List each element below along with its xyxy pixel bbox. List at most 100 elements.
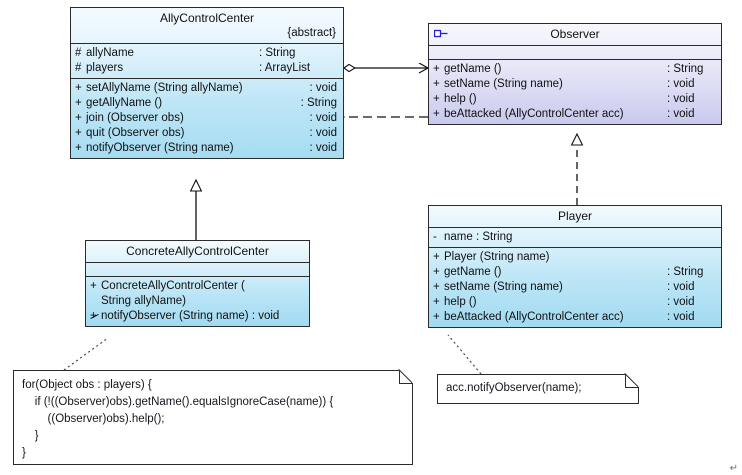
operation-row: + beAttacked (AllyControlCenter acc) : v… bbox=[429, 310, 721, 325]
note-text: for(Object obs : players) { if (!((Obser… bbox=[22, 379, 334, 459]
class-header-concreteallycontrolcenter: ConcreteAllyControlCenter bbox=[86, 241, 309, 262]
visibility-marker: + bbox=[433, 63, 440, 75]
operation-row: + getAllyName () : String bbox=[71, 96, 343, 111]
visibility-marker: + bbox=[433, 108, 440, 120]
empty-attributes bbox=[429, 46, 721, 59]
operation-name: setAllyName (String allyName) bbox=[86, 82, 243, 94]
operation-row: + getName () : String bbox=[429, 62, 721, 77]
operation-row: + join (Observer obs) : void bbox=[71, 111, 343, 126]
note-link-notifyobserver bbox=[63, 337, 109, 371]
operation-type: : void bbox=[309, 127, 338, 139]
visibility-marker: + bbox=[433, 93, 440, 105]
operations-compartment-concreteallycontrolcenter: + ConcreteAllyControlCenter ( String all… bbox=[86, 276, 309, 326]
operation-name: Player (String name) bbox=[444, 251, 550, 263]
class-header-player: Player bbox=[429, 206, 721, 227]
note-fold-corner bbox=[625, 374, 639, 388]
operation-name: help () bbox=[444, 93, 477, 105]
attributes-compartment-allycontrolcenter: # allyName : String # players : ArrayLis… bbox=[71, 43, 343, 78]
operation-type: : void bbox=[667, 296, 695, 308]
visibility-marker: + bbox=[75, 97, 82, 109]
operation-name: setName (String name) bbox=[444, 78, 563, 90]
operation-name: getName () bbox=[444, 63, 502, 75]
visibility-marker: # bbox=[75, 62, 82, 74]
operation-type: : void bbox=[667, 311, 695, 323]
visibility-marker: + bbox=[433, 311, 440, 323]
visibility-marker: - bbox=[433, 231, 437, 243]
visibility-marker: + bbox=[75, 142, 82, 154]
operation-row: + setAllyName (String allyName) : void bbox=[71, 81, 343, 96]
operation-name: help () bbox=[444, 296, 477, 308]
class-box-observer[interactable]: Observer + getName () : String + setName… bbox=[428, 23, 722, 125]
attribute-name: name : String bbox=[444, 231, 513, 243]
attribute-name: allyName bbox=[86, 47, 134, 59]
operation-row: + Player (String name) bbox=[429, 250, 721, 265]
attribute-row: # allyName : String bbox=[71, 46, 343, 61]
operation-row: + quit (Observer obs) : void bbox=[71, 126, 343, 141]
note-link-beattacked bbox=[447, 334, 482, 375]
operation-type: : void bbox=[667, 93, 695, 105]
visibility-marker: + bbox=[433, 251, 440, 263]
visibility-marker: + bbox=[75, 112, 82, 124]
operation-row: + help () : void bbox=[429, 295, 721, 310]
operation-row: + ConcreteAllyControlCenter ( String all… bbox=[86, 279, 309, 309]
attributes-compartment-player: - name : String bbox=[429, 227, 721, 247]
attribute-type: : ArrayList bbox=[259, 62, 311, 74]
class-header-observer: Observer bbox=[429, 24, 721, 45]
attribute-name: players bbox=[86, 62, 124, 74]
operation-row: + notifyObserver (String name) : void bbox=[86, 309, 309, 324]
operation-name: beAttacked (AllyControlCenter acc) bbox=[444, 108, 624, 120]
attribute-type: : String bbox=[259, 47, 296, 59]
operation-name: getName () bbox=[444, 266, 502, 278]
operation-row: + beAttacked (AllyControlCenter acc) : v… bbox=[429, 107, 721, 122]
class-box-allycontrolcenter[interactable]: AllyControlCenter {abstract} # allyName … bbox=[70, 7, 344, 159]
operation-type: : String bbox=[667, 63, 704, 75]
class-name-allycontrolcenter: AllyControlCenter bbox=[159, 11, 255, 25]
visibility-marker: + bbox=[75, 127, 82, 139]
operation-type: : void bbox=[309, 82, 338, 94]
attributes-compartment-concreteallycontrolcenter bbox=[86, 262, 309, 276]
class-box-concreteallycontrolcenter[interactable]: ConcreteAllyControlCenter + ConcreteAlly… bbox=[85, 240, 310, 327]
operation-type: : void bbox=[667, 78, 695, 90]
operation-name: ConcreteAllyControlCenter ( String allyN… bbox=[101, 280, 245, 307]
operation-type: : void bbox=[309, 142, 338, 154]
empty-attributes bbox=[86, 263, 309, 276]
visibility-marker-overridden: + bbox=[90, 309, 101, 324]
class-name-concreteallycontrolcenter: ConcreteAllyControlCenter bbox=[126, 244, 269, 258]
note-fold-corner bbox=[399, 370, 413, 384]
visibility-marker: + bbox=[433, 296, 440, 308]
note-notifyobserver-body[interactable]: for(Object obs : players) { if (!((Obser… bbox=[13, 370, 413, 465]
visibility-marker: # bbox=[75, 47, 82, 59]
class-name-observer: Observer bbox=[550, 27, 600, 41]
visibility-marker: + bbox=[90, 280, 97, 292]
attributes-compartment-observer bbox=[429, 45, 721, 59]
attribute-row: # players : ArrayList bbox=[71, 61, 343, 76]
visibility-marker: + bbox=[433, 281, 440, 293]
operation-name: quit (Observer obs) bbox=[86, 127, 185, 139]
operation-name: join (Observer obs) bbox=[86, 112, 184, 124]
operations-compartment-allycontrolcenter: + setAllyName (String allyName) : void +… bbox=[71, 78, 343, 158]
trailing-paragraph-mark: ↵ bbox=[729, 463, 738, 474]
attribute-row: - name : String bbox=[429, 230, 721, 245]
operation-name: beAttacked (AllyControlCenter acc) bbox=[444, 311, 624, 323]
operation-type: : String bbox=[667, 266, 704, 278]
operation-name: notifyObserver (String name) : void bbox=[101, 310, 280, 322]
operation-row: + setName (String name) : void bbox=[429, 77, 721, 92]
operation-type: : String bbox=[300, 97, 337, 109]
operations-compartment-player: + Player (String name) + getName () : St… bbox=[429, 247, 721, 327]
operation-type: : void bbox=[667, 108, 695, 120]
operation-row: + notifyObserver (String name) : void bbox=[71, 141, 343, 156]
class-stereotype-abstract: {abstract} bbox=[287, 27, 336, 39]
operation-name: notifyObserver (String name) bbox=[86, 142, 234, 154]
operation-name: getAllyName () bbox=[86, 97, 163, 109]
class-box-player[interactable]: Player - name : String + Player (String … bbox=[428, 205, 722, 328]
class-header-allycontrolcenter: AllyControlCenter {abstract} bbox=[71, 8, 343, 43]
operation-type: : void bbox=[667, 281, 695, 293]
operation-row: + help () : void bbox=[429, 92, 721, 107]
class-name-player: Player bbox=[557, 209, 592, 223]
operations-compartment-observer: + getName () : String + setName (String … bbox=[429, 59, 721, 124]
operation-row: + getName () : String bbox=[429, 265, 721, 280]
operation-row: + setName (String name) : void bbox=[429, 280, 721, 295]
operation-type: : void bbox=[309, 112, 338, 124]
note-beattacked-body[interactable]: acc.notifyObserver(name); bbox=[437, 374, 639, 404]
